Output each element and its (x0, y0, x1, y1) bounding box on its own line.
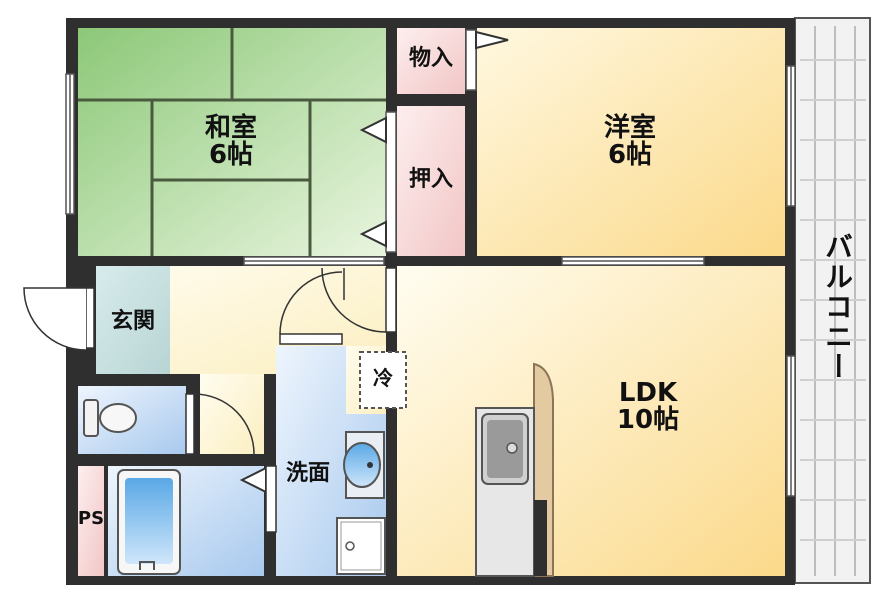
washitsu-size: 6帖 (208, 140, 254, 171)
senmen-label: 洗面 (285, 461, 330, 486)
toilet-door (185, 393, 255, 455)
toilet-tank (83, 399, 99, 437)
washroom-sliding-door (265, 465, 277, 533)
youshitsu-label: 洋室 6帖 (595, 113, 665, 171)
youshitsu-size: 6帖 (607, 140, 653, 171)
fridge-space (359, 351, 407, 409)
washbasin (343, 442, 381, 488)
bath-room (108, 466, 264, 576)
monoire-area (397, 28, 465, 94)
youshitsu-room (477, 28, 785, 256)
washitsu-name: 和室 (204, 113, 257, 143)
washroom (276, 346, 407, 576)
genkan-label: 玄関 (110, 309, 155, 334)
ldk-room (397, 266, 785, 576)
ps-area (78, 466, 104, 576)
oshiire-label: 押入 (408, 167, 453, 192)
toilet-room (78, 386, 186, 454)
kitchen (475, 362, 554, 577)
closet-door-markers (239, 30, 509, 494)
ldk-door (321, 267, 397, 333)
balcony (794, 17, 871, 584)
ps-label: PS (77, 508, 105, 529)
washroom-door (279, 271, 343, 345)
ldk-size: 10帖 (616, 405, 680, 436)
balcony-label: バルコニー (821, 232, 854, 382)
entrance-door (23, 287, 95, 351)
genkan-area (96, 266, 170, 374)
youshitsu-name: 洋室 (603, 113, 656, 143)
ldk-name: LDK (618, 378, 678, 408)
ldk-label: LDK 10帖 (608, 378, 688, 436)
oshiire-area (397, 106, 465, 256)
bathtub-water (125, 478, 173, 564)
toilet-bowl (99, 403, 137, 433)
washitsu-label: 和室 6帖 (196, 113, 266, 171)
faucet (139, 561, 155, 570)
washing-machine-pan (336, 517, 386, 575)
washitsu-room (78, 28, 386, 256)
monoire-label: 物入 (408, 46, 453, 71)
hallway-lower (200, 374, 264, 454)
rei-label: 冷 (373, 366, 393, 390)
